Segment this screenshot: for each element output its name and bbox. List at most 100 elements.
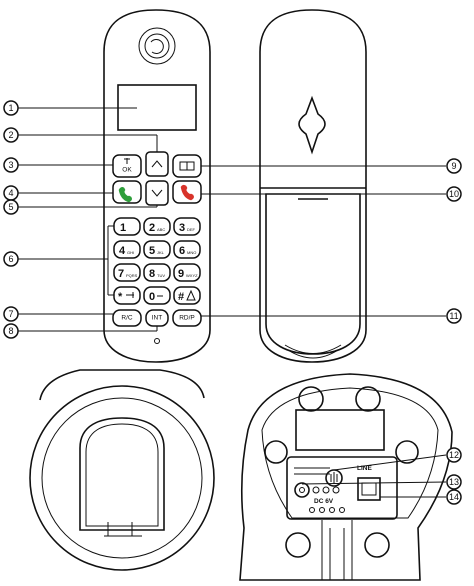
charging-contacts (107, 522, 138, 537)
callout-14: 14 (446, 489, 462, 505)
svg-text:1: 1 (8, 103, 13, 113)
callout-8: 8 (3, 323, 19, 339)
earpiece (138, 27, 176, 65)
svg-text:7: 7 (8, 309, 13, 319)
rubber-foot (395, 440, 419, 464)
svg-text:*: * (118, 291, 123, 303)
dc-label: DC 6V (314, 498, 334, 505)
callout-5: 5 (3, 199, 19, 215)
leader-lines (17, 107, 447, 498)
callout-13: 13 (446, 474, 462, 490)
svg-text:9: 9 (451, 161, 456, 171)
handset-back-body (259, 9, 367, 363)
svg-text:4: 4 (119, 245, 126, 257)
mute-bell-icon (186, 289, 196, 301)
ok-label: OK (122, 167, 132, 174)
charger-cradle (29, 369, 215, 571)
svg-text:R/C: R/C (121, 315, 133, 322)
callout-10: 10 (446, 186, 462, 202)
callout-11: 11 (446, 308, 462, 324)
end-button[interactable] (172, 180, 202, 204)
chevron-up-icon (151, 160, 163, 168)
cable-groove (321, 520, 353, 580)
callout-2: 2 (3, 127, 19, 143)
svg-text:2: 2 (149, 222, 155, 234)
key-hash[interactable]: # (173, 286, 201, 305)
svg-text:1: 1 (120, 222, 126, 234)
handset-back (259, 9, 367, 363)
svg-text:DEF: DEF (187, 227, 196, 232)
svg-text:4: 4 (8, 188, 13, 198)
jack-panel (286, 456, 398, 520)
red-phone-icon (180, 184, 194, 201)
nav-up-button[interactable] (145, 151, 169, 177)
svg-text:5: 5 (149, 245, 155, 257)
svg-text:8: 8 (149, 268, 155, 280)
svg-text:14: 14 (449, 492, 459, 502)
svg-text:7: 7 (118, 268, 124, 280)
svg-text:GHI: GHI (127, 250, 134, 255)
svg-text:3: 3 (179, 222, 185, 234)
svg-text:11: 11 (449, 311, 458, 321)
key-0[interactable]: 0 (143, 286, 171, 305)
callout-9: 9 (446, 158, 462, 174)
callout-6: 6 (3, 251, 19, 267)
svg-text:12: 12 (449, 450, 459, 460)
svg-text:JKL: JKL (157, 250, 165, 255)
svg-text:WXYZ: WXYZ (186, 273, 198, 278)
svg-text:0: 0 (149, 291, 155, 303)
key-star[interactable]: * (113, 286, 141, 305)
chevron-down-icon (151, 189, 163, 197)
svg-text:13: 13 (449, 477, 459, 487)
phonebook-button[interactable] (172, 154, 202, 178)
svg-text:RD/P: RD/P (179, 315, 195, 322)
talk-button[interactable] (112, 180, 142, 204)
rubber-foot (364, 532, 390, 558)
svg-text:2: 2 (8, 130, 13, 140)
nav-down-button[interactable] (145, 180, 169, 206)
svg-text:MNO: MNO (187, 250, 196, 255)
rdp-button[interactable]: RD/P (172, 309, 202, 327)
int-button[interactable]: INT (145, 309, 169, 327)
speaker-ridge (284, 344, 342, 354)
rubber-foot (264, 440, 288, 464)
hanging-slot (298, 95, 326, 155)
label-plate (295, 409, 385, 451)
paging-icon (330, 472, 338, 484)
callout-1: 1 (3, 100, 19, 116)
rubber-foot (298, 386, 324, 412)
svg-text:10: 10 (449, 189, 459, 199)
callout-7: 7 (3, 306, 19, 322)
base-outline (239, 373, 453, 581)
dc-power-socket[interactable] (294, 482, 310, 498)
line-jack[interactable] (357, 477, 381, 501)
svg-text:3: 3 (8, 160, 13, 170)
lock-icon (126, 292, 134, 298)
cradle-top-lip (39, 369, 205, 401)
menu-icon (124, 158, 130, 164)
svg-text:#: # (178, 291, 184, 303)
ok-menu-button[interactable]: OK (112, 154, 142, 178)
svg-text:PQRS: PQRS (126, 273, 138, 278)
handset-body (103, 9, 211, 363)
key-1[interactable]: 1 (113, 217, 141, 236)
svg-text:INT: INT (152, 315, 163, 322)
cradle-outer (29, 385, 215, 571)
rc-button[interactable]: R/C (112, 309, 142, 327)
svg-text:8: 8 (8, 326, 13, 336)
rubber-foot (355, 386, 381, 412)
callout-12: 12 (446, 447, 462, 463)
rubber-foot (285, 532, 311, 558)
cradle-slot (79, 417, 165, 531)
microphone-hole (154, 338, 160, 344)
